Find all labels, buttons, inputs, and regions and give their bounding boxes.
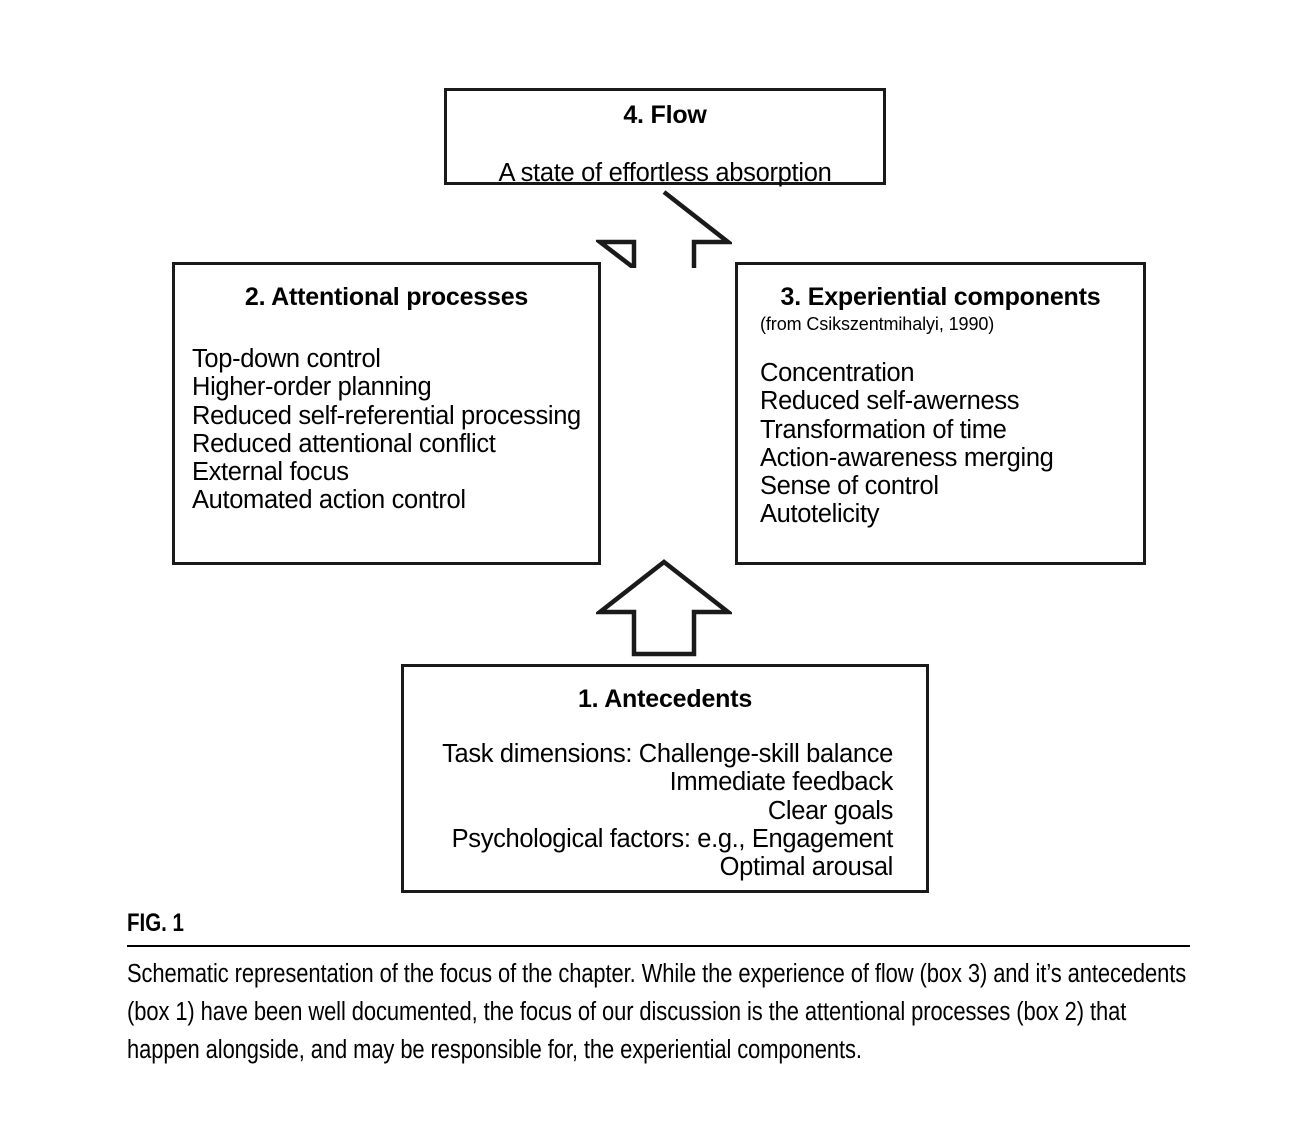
- list-item: Automated action control: [192, 486, 466, 515]
- figure-caption-block: FIG. 1 Schematic representation of the f…: [127, 908, 1192, 1069]
- list-item: Higher-order planning: [192, 373, 432, 402]
- list-item: Top-down control: [192, 345, 381, 373]
- list-item: Autotelicity: [760, 500, 880, 529]
- list-item: Concentration: [760, 359, 915, 387]
- list-item: External focus: [192, 458, 349, 487]
- arrow-to-flow-icon: [596, 190, 732, 268]
- caption-divider: [127, 945, 1190, 947]
- box-flow-title: 4. Flow: [623, 101, 707, 129]
- figure-label: FIG. 1: [127, 909, 184, 937]
- arrow-to-processes-icon: [596, 559, 732, 657]
- box-antecedents: 1. Antecedents Task dimensions: Challeng…: [401, 664, 929, 893]
- list-item: Reduced self-awerness: [760, 387, 1020, 416]
- list-item: Sense of control: [760, 472, 939, 501]
- box-antecedents-title: 1. Antecedents: [577, 685, 753, 713]
- box-flow: 4. Flow A state of effortless absorption: [444, 88, 886, 187]
- figure-caption-text: Schematic representation of the focus of…: [127, 960, 1187, 1064]
- box-experiential-subtitle: (from Csikszentmihalyi, 1990): [760, 314, 995, 334]
- list-item: Immediate feedback: [669, 768, 894, 797]
- box-antecedents-list: Task dimensions: Challenge-skill balance…: [404, 740, 926, 881]
- list-item: Task dimensions: Challenge-skill balance: [442, 740, 893, 768]
- figure-diagram: 4. Flow A state of effortless absorption…: [172, 88, 1146, 893]
- box-experiential-list: Concentration Reduced self-awerness Tran…: [738, 359, 1143, 529]
- list-item: Clear goals: [767, 796, 893, 825]
- list-item: Transformation of time: [760, 415, 1007, 444]
- list-item: Psychological factors: e.g., Engagement: [451, 824, 894, 853]
- box-experiential-title: 3. Experiential components: [780, 283, 1101, 311]
- box-attentional-title: 2. Attentional processes: [244, 283, 529, 311]
- box-experiential-components: 3. Experiential components (from Csiksze…: [735, 262, 1146, 565]
- list-item: Action-awareness merging: [760, 443, 1054, 472]
- box-attentional-processes: 2. Attentional processes Top-down contro…: [172, 262, 601, 565]
- list-item: Reduced attentional conflict: [192, 429, 496, 458]
- list-item: Optimal arousal: [719, 853, 894, 882]
- list-item: Reduced self-referential processing: [192, 401, 581, 430]
- box-flow-description: A state of effortless absorption: [498, 159, 832, 187]
- box-attentional-list: Top-down control Higher-order planning R…: [175, 345, 598, 515]
